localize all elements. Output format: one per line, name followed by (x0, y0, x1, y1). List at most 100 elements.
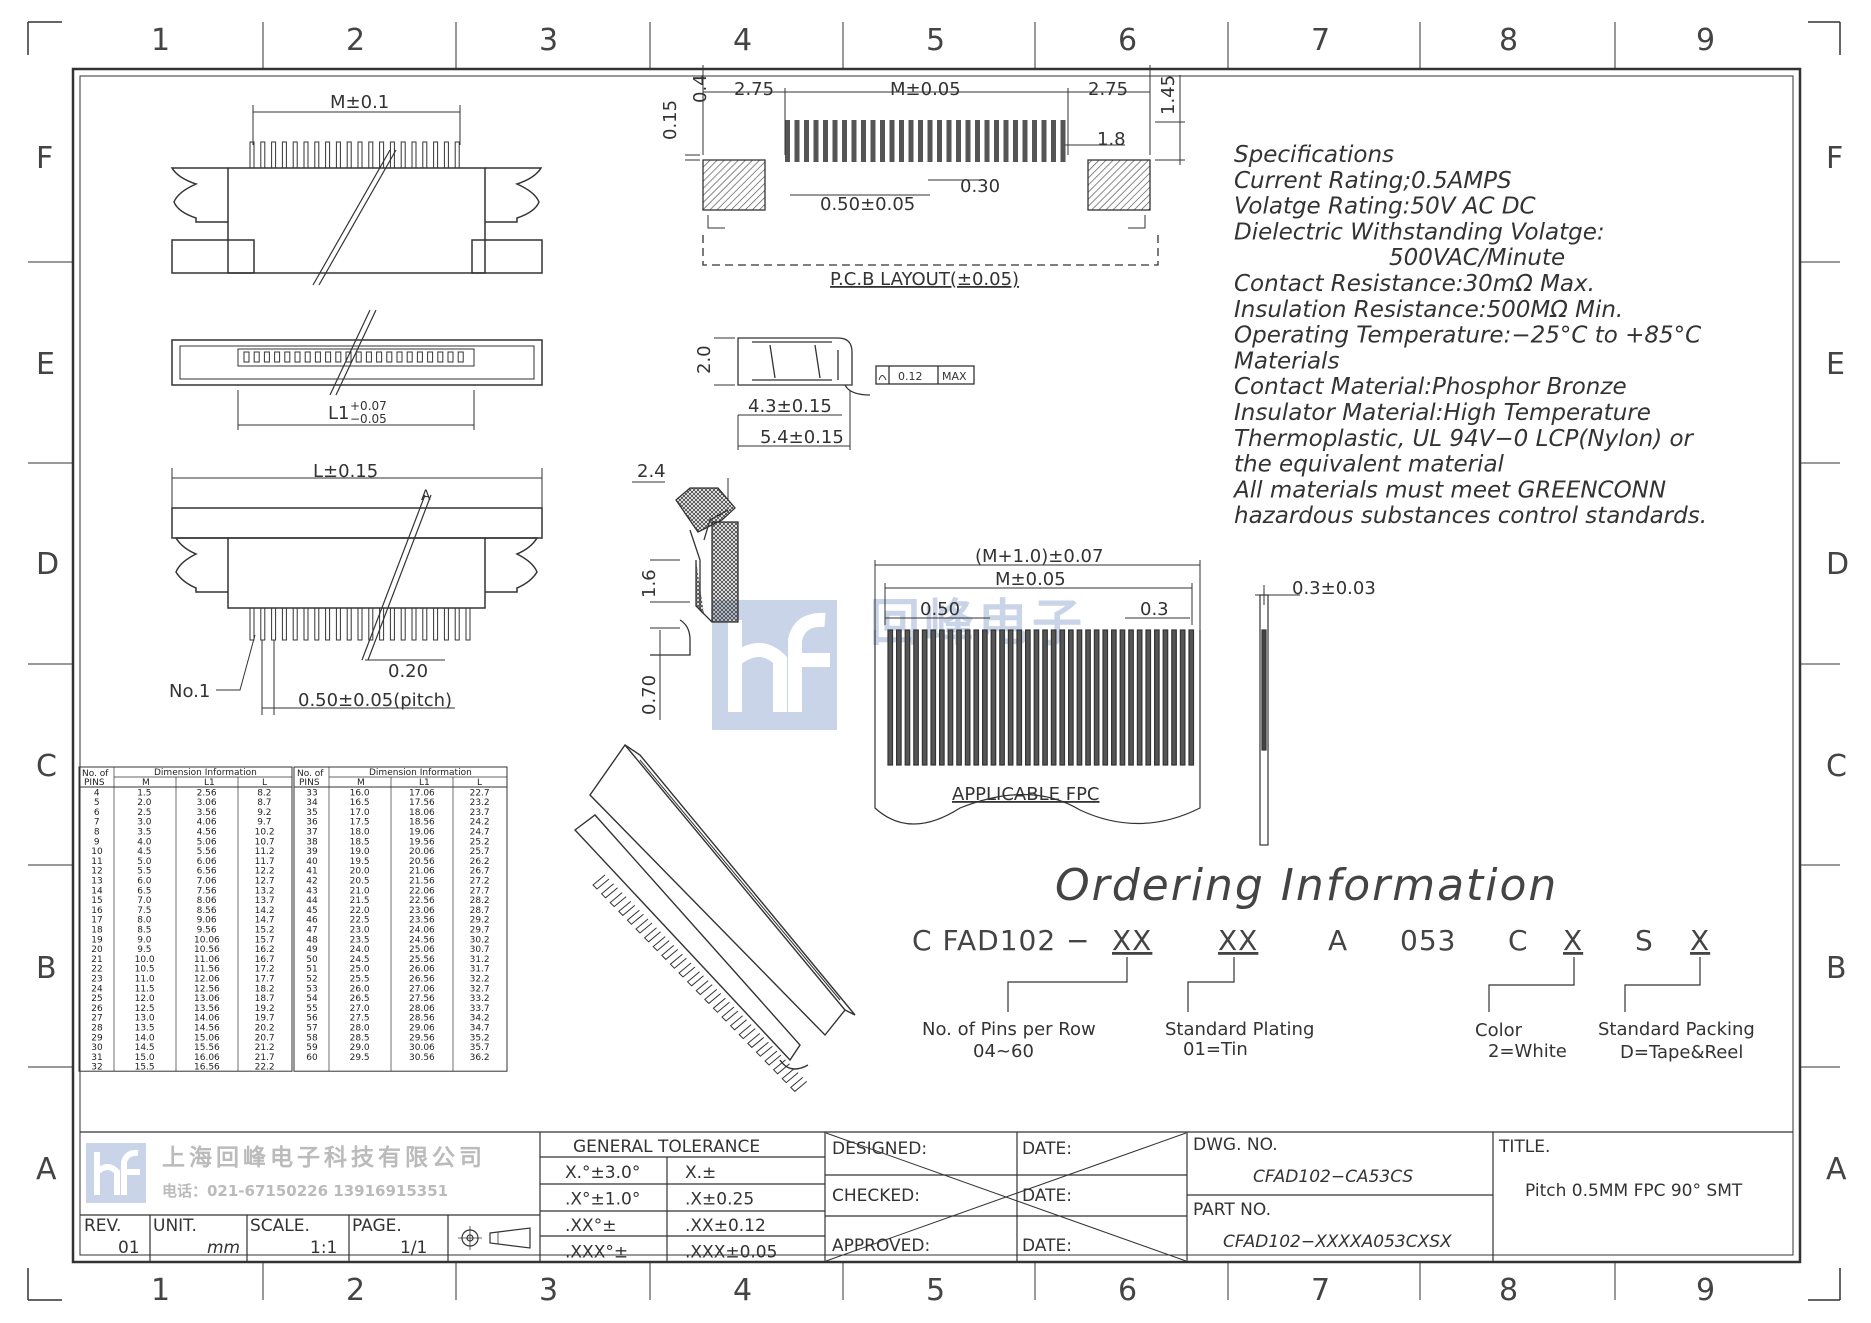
table-cell: 29.2 (470, 916, 490, 926)
fpc-view (874, 560, 1300, 846)
code-a: A (1328, 924, 1348, 957)
dim-fpc-m1: (M+1.0)±0.07 (975, 546, 1103, 567)
table-cell: 32 (91, 1063, 102, 1073)
label-pcb-layout: P.C.B LAYOUT(±0.05) (830, 269, 1019, 290)
pcb-layout-view (685, 65, 1185, 266)
dim-l: L±0.15 (313, 461, 378, 482)
zone-col-bottom: 1 (151, 1273, 170, 1308)
table-cell: 47 (306, 926, 317, 936)
table-cell: 59 (306, 1043, 318, 1053)
zone-row-left: D (36, 547, 59, 582)
table-cell: 18.56 (409, 818, 435, 828)
table-cell: 39 (306, 847, 318, 857)
dim-pcb-275-left: 2.75 (734, 79, 774, 100)
table-cell: 23.56 (409, 916, 435, 926)
table-cell: 7 (94, 818, 100, 828)
table-cell: 30.7 (470, 945, 490, 955)
dim-side-54: 5.4±0.15 (760, 427, 844, 448)
table-cell: 40 (306, 857, 318, 867)
table-cell: 33.2 (470, 994, 490, 1004)
table-cell: 18.7 (255, 994, 275, 1004)
table-col-header: L (477, 778, 482, 788)
table-cell: 51 (306, 965, 317, 975)
table-cell: 26.2 (470, 857, 490, 867)
table-cell: 2.0 (137, 798, 152, 808)
table-col-header: L1 (204, 778, 215, 788)
tolerance-angle: .XX°± (565, 1216, 616, 1236)
table-cell: 16.2 (255, 945, 275, 955)
table-cell: 25.0 (350, 965, 370, 975)
dim-sec-16: 1.6 (639, 569, 660, 598)
table-cell: 24.56 (409, 935, 435, 945)
table-cell: 45 (306, 906, 317, 916)
table-cell: 22.56 (409, 896, 435, 906)
table-cell: 23.7 (470, 808, 490, 818)
table-cell: 25 (91, 994, 102, 1004)
table-cell: 26 (91, 1004, 103, 1014)
table-cell: 13.56 (194, 1004, 220, 1014)
section-view (632, 478, 739, 720)
table-cell: 11.5 (135, 984, 155, 994)
table-cell: 14 (91, 886, 103, 896)
table-cell: 23.5 (350, 935, 370, 945)
table-cell: 10.5 (135, 965, 155, 975)
tolerance-linear: .X±0.25 (685, 1190, 754, 1210)
table-cell: 16.0 (350, 788, 370, 798)
table-cell: 8 (94, 828, 100, 838)
dim-pitch-020: 0.20 (388, 661, 428, 682)
table-cell: 8.06 (197, 896, 217, 906)
scale-label: SCALE. (250, 1216, 310, 1236)
table-header-pins: No. of (82, 769, 109, 779)
tolerance-table: X.°±3.0°X.±.X°±1.0°.X±0.25.XX°±.XX±0.12.… (565, 1163, 777, 1263)
dim-top-m: M±0.1 (330, 92, 389, 113)
spec-line: Dielectric Withstanding Volatge: (1234, 219, 1605, 245)
zone-row-right: A (1826, 1152, 1847, 1187)
table-cell: 12 (91, 867, 102, 877)
bottom-view (171, 468, 543, 715)
table-cell: 36 (306, 818, 318, 828)
table-cell: 5.5 (137, 867, 151, 877)
table-cell: 3.06 (197, 798, 217, 808)
table-cell: 11 (91, 857, 102, 867)
table-cell: 21.0 (350, 886, 370, 896)
table-cell: 48 (306, 935, 318, 945)
note-color-1: Color (1475, 1020, 1523, 1041)
general-tolerance-label: GENERAL TOLERANCE (573, 1137, 760, 1157)
table-cell: 4 (94, 788, 100, 798)
table-cell: 8.2 (257, 788, 271, 798)
spec-line: Materials (1234, 348, 1339, 374)
table-cell: 21.56 (409, 877, 435, 887)
table-cell: 13.06 (194, 994, 220, 1004)
table-cell: 26.7 (470, 867, 490, 877)
sheet-frame (27, 21, 1841, 1301)
table-cell: 22.06 (409, 886, 435, 896)
table-cell: 19.5 (350, 857, 370, 867)
table-cell: 20.0 (350, 867, 370, 877)
tolerance-linear: .XX±0.12 (685, 1216, 766, 1236)
table-cell: 4.56 (197, 828, 217, 838)
part-label: PART NO. (1193, 1200, 1271, 1220)
table-header-group: Dimension Information (369, 768, 472, 778)
table-cell: 30.06 (409, 1043, 435, 1053)
table-cell: 3.5 (137, 828, 151, 838)
table-cell: 15.2 (255, 926, 275, 936)
table-header-pins: PINS (84, 778, 105, 788)
table-cell: 10.56 (194, 945, 220, 955)
table-cell: 30.56 (409, 1053, 435, 1063)
table-cell: 10.0 (135, 955, 155, 965)
zone-row-right: F (1826, 141, 1843, 176)
dim-sec-24: 2.4 (637, 461, 666, 482)
table-cell: 27.2 (470, 877, 490, 887)
dim-l1-tol-lower: −0.05 (350, 412, 387, 426)
table-cell: 12.56 (194, 984, 220, 994)
zone-col-bottom: 3 (539, 1273, 558, 1308)
table-cell: 11.56 (194, 965, 220, 975)
table-cell: 52 (306, 975, 317, 985)
table-cell: 24 (91, 984, 103, 994)
table-cell: 35.2 (470, 1033, 490, 1043)
table-cell: 9.06 (197, 916, 217, 926)
scale-value: 1:1 (310, 1238, 337, 1258)
table-cell: 16.56 (194, 1063, 220, 1073)
table-cell: 21.5 (350, 896, 370, 906)
